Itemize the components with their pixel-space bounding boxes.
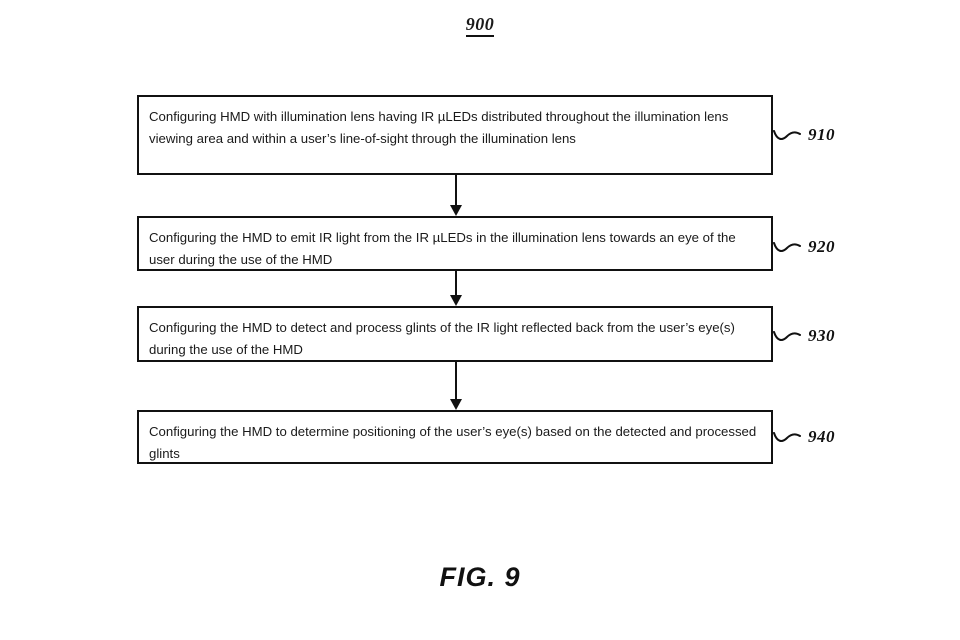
flowchart-step-930: Configuring the HMD to detect and proces… bbox=[137, 306, 773, 362]
flowchart-step-940-text: Configuring the HMD to determine positio… bbox=[149, 424, 757, 461]
reference-label-940: 940 bbox=[808, 427, 835, 446]
connector-shaft bbox=[455, 175, 457, 206]
reference-label-920: 920 bbox=[808, 237, 835, 256]
figure-number-value: 900 bbox=[465, 14, 495, 37]
squiggle-leader-icon bbox=[773, 130, 801, 140]
arrow-head-icon bbox=[450, 399, 462, 410]
flowchart-step-910-text: Configuring HMD with illumination lens h… bbox=[149, 109, 729, 146]
squiggle-leader-icon bbox=[773, 242, 801, 252]
figure-caption: FIG. 9 bbox=[439, 562, 521, 592]
reference-label-910: 910 bbox=[808, 125, 835, 144]
flowchart-step-920-text: Configuring the HMD to emit IR light fro… bbox=[149, 230, 736, 267]
flowchart-step-930-text: Configuring the HMD to detect and proces… bbox=[149, 320, 735, 357]
reference-callout-920: 920 bbox=[773, 236, 835, 258]
arrow-head-icon bbox=[450, 205, 462, 216]
reference-callout-910: 910 bbox=[773, 124, 835, 146]
reference-label-930: 930 bbox=[808, 326, 835, 345]
reference-callout-940: 940 bbox=[773, 426, 835, 448]
connector-shaft bbox=[455, 362, 457, 400]
arrow-head-icon bbox=[450, 295, 462, 306]
squiggle-leader-icon bbox=[773, 331, 801, 341]
connector-shaft bbox=[455, 271, 457, 296]
figure-number: 900 bbox=[0, 14, 960, 37]
squiggle-leader-icon bbox=[773, 432, 801, 442]
flowchart-step-920: Configuring the HMD to emit IR light fro… bbox=[137, 216, 773, 271]
flowchart-step-940: Configuring the HMD to determine positio… bbox=[137, 410, 773, 464]
flowchart-step-910: Configuring HMD with illumination lens h… bbox=[137, 95, 773, 175]
reference-callout-930: 930 bbox=[773, 325, 835, 347]
